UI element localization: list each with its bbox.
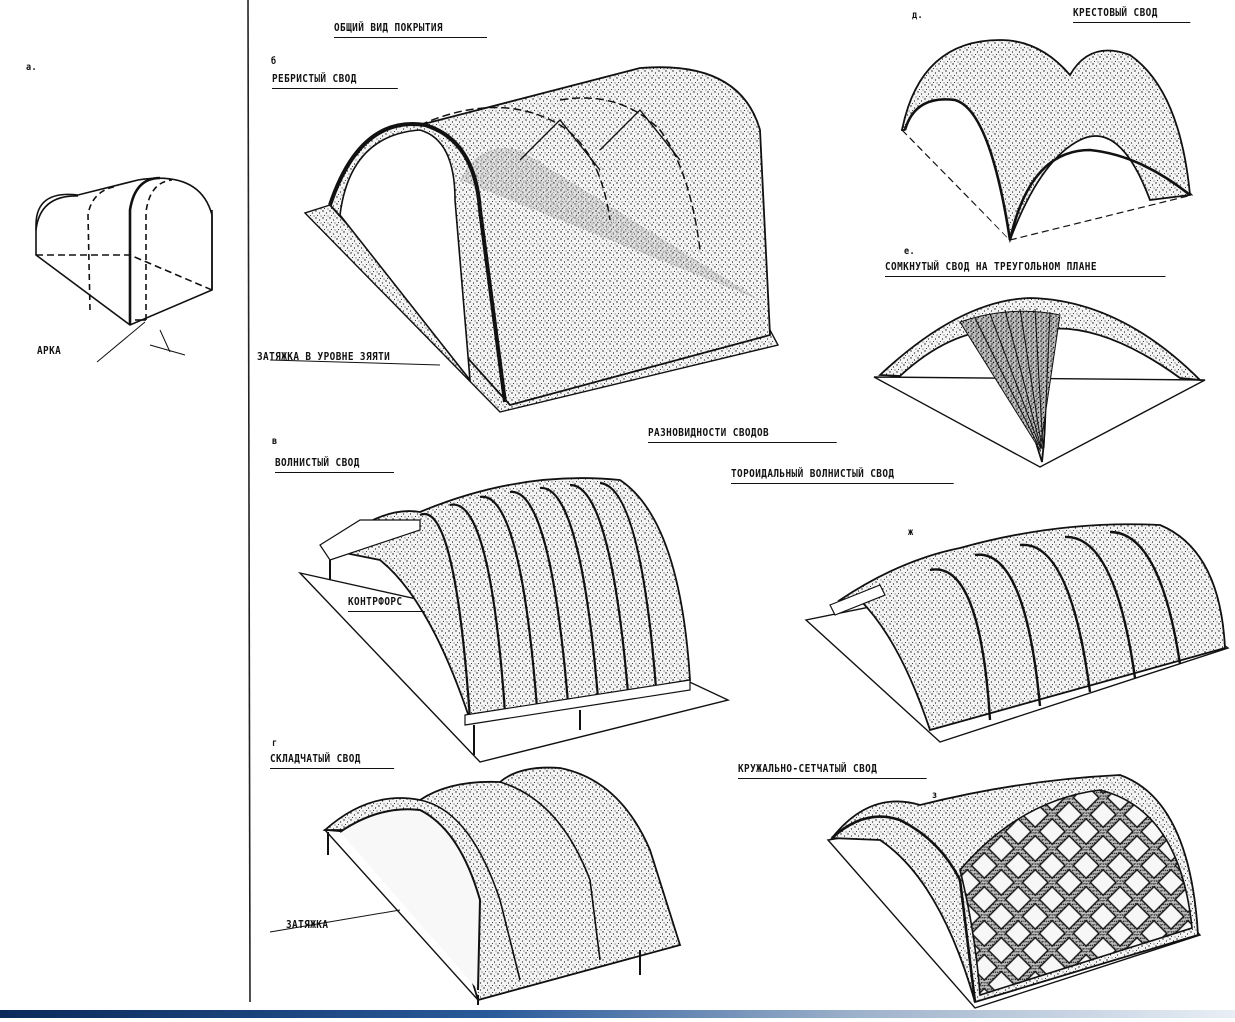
wavy-vault-v-figure [297, 477, 731, 763]
general-view-title: ОБЩИЙ ВИД ПОКРЫТИЯ [334, 21, 487, 38]
folded-vault-title: СКЛАДЧАТЫЙ СВОД [270, 752, 395, 769]
folded-vault-g-figure [269, 766, 682, 1005]
figure-letter-g: г [272, 738, 278, 749]
figure-letter-d: д. [912, 10, 924, 21]
toroidal-vault-title: ТОРОИДАЛЬНЫЙ ВОЛНИСТЫЙ СВОД [731, 467, 954, 484]
toroidal-vault-zh-figure [804, 523, 1230, 743]
tie-heel-label: ЗАТЯЖКА В УРОВНЕ ЗЯЯТИ [257, 350, 391, 363]
figure-letter-b: б [271, 56, 277, 67]
lace-mesh-vault-z-figure [826, 774, 1202, 1009]
wavy-vault-title: ВОЛНИСТЫЙ СВОД [275, 456, 394, 473]
figure-letter-e: е. [904, 246, 916, 257]
closed-vault-e-figure [873, 297, 1206, 468]
scan-edge-band [0, 1010, 1235, 1018]
figure-letter-a: a. [26, 62, 38, 73]
buttress-label: КОНТРФОРС [348, 595, 425, 612]
ribbed-vault-title: РЕБРИСТЫЙ СВОД [272, 72, 398, 89]
vault-types-title: РАЗНОВИДНОСТИ СВОДОВ [648, 426, 837, 443]
figure-letter-zh: ж [908, 527, 914, 538]
lace-mesh-vault-title: КРУЖАЛЬНО-СЕТЧАТЫЙ СВОД [738, 762, 927, 779]
barrel-vault-a-figure [35, 176, 213, 363]
cross-vault-d-figure [900, 39, 1194, 244]
figure-letter-v: в [272, 436, 278, 447]
panel-divider [247, 0, 251, 1003]
tie-label: ЗАТЯЖКА [286, 918, 329, 931]
arch-label: АРКА [37, 344, 62, 357]
ribbed-vault-b-figure [269, 66, 780, 413]
closed-vault-title: СОМКНУТЫЙ СВОД НА ТРЕУГОЛЬНОМ ПЛАНЕ [885, 260, 1166, 277]
cross-vault-title: КРЕСТОВЫЙ СВОД [1073, 6, 1191, 23]
figure-letter-z: з [932, 790, 938, 801]
